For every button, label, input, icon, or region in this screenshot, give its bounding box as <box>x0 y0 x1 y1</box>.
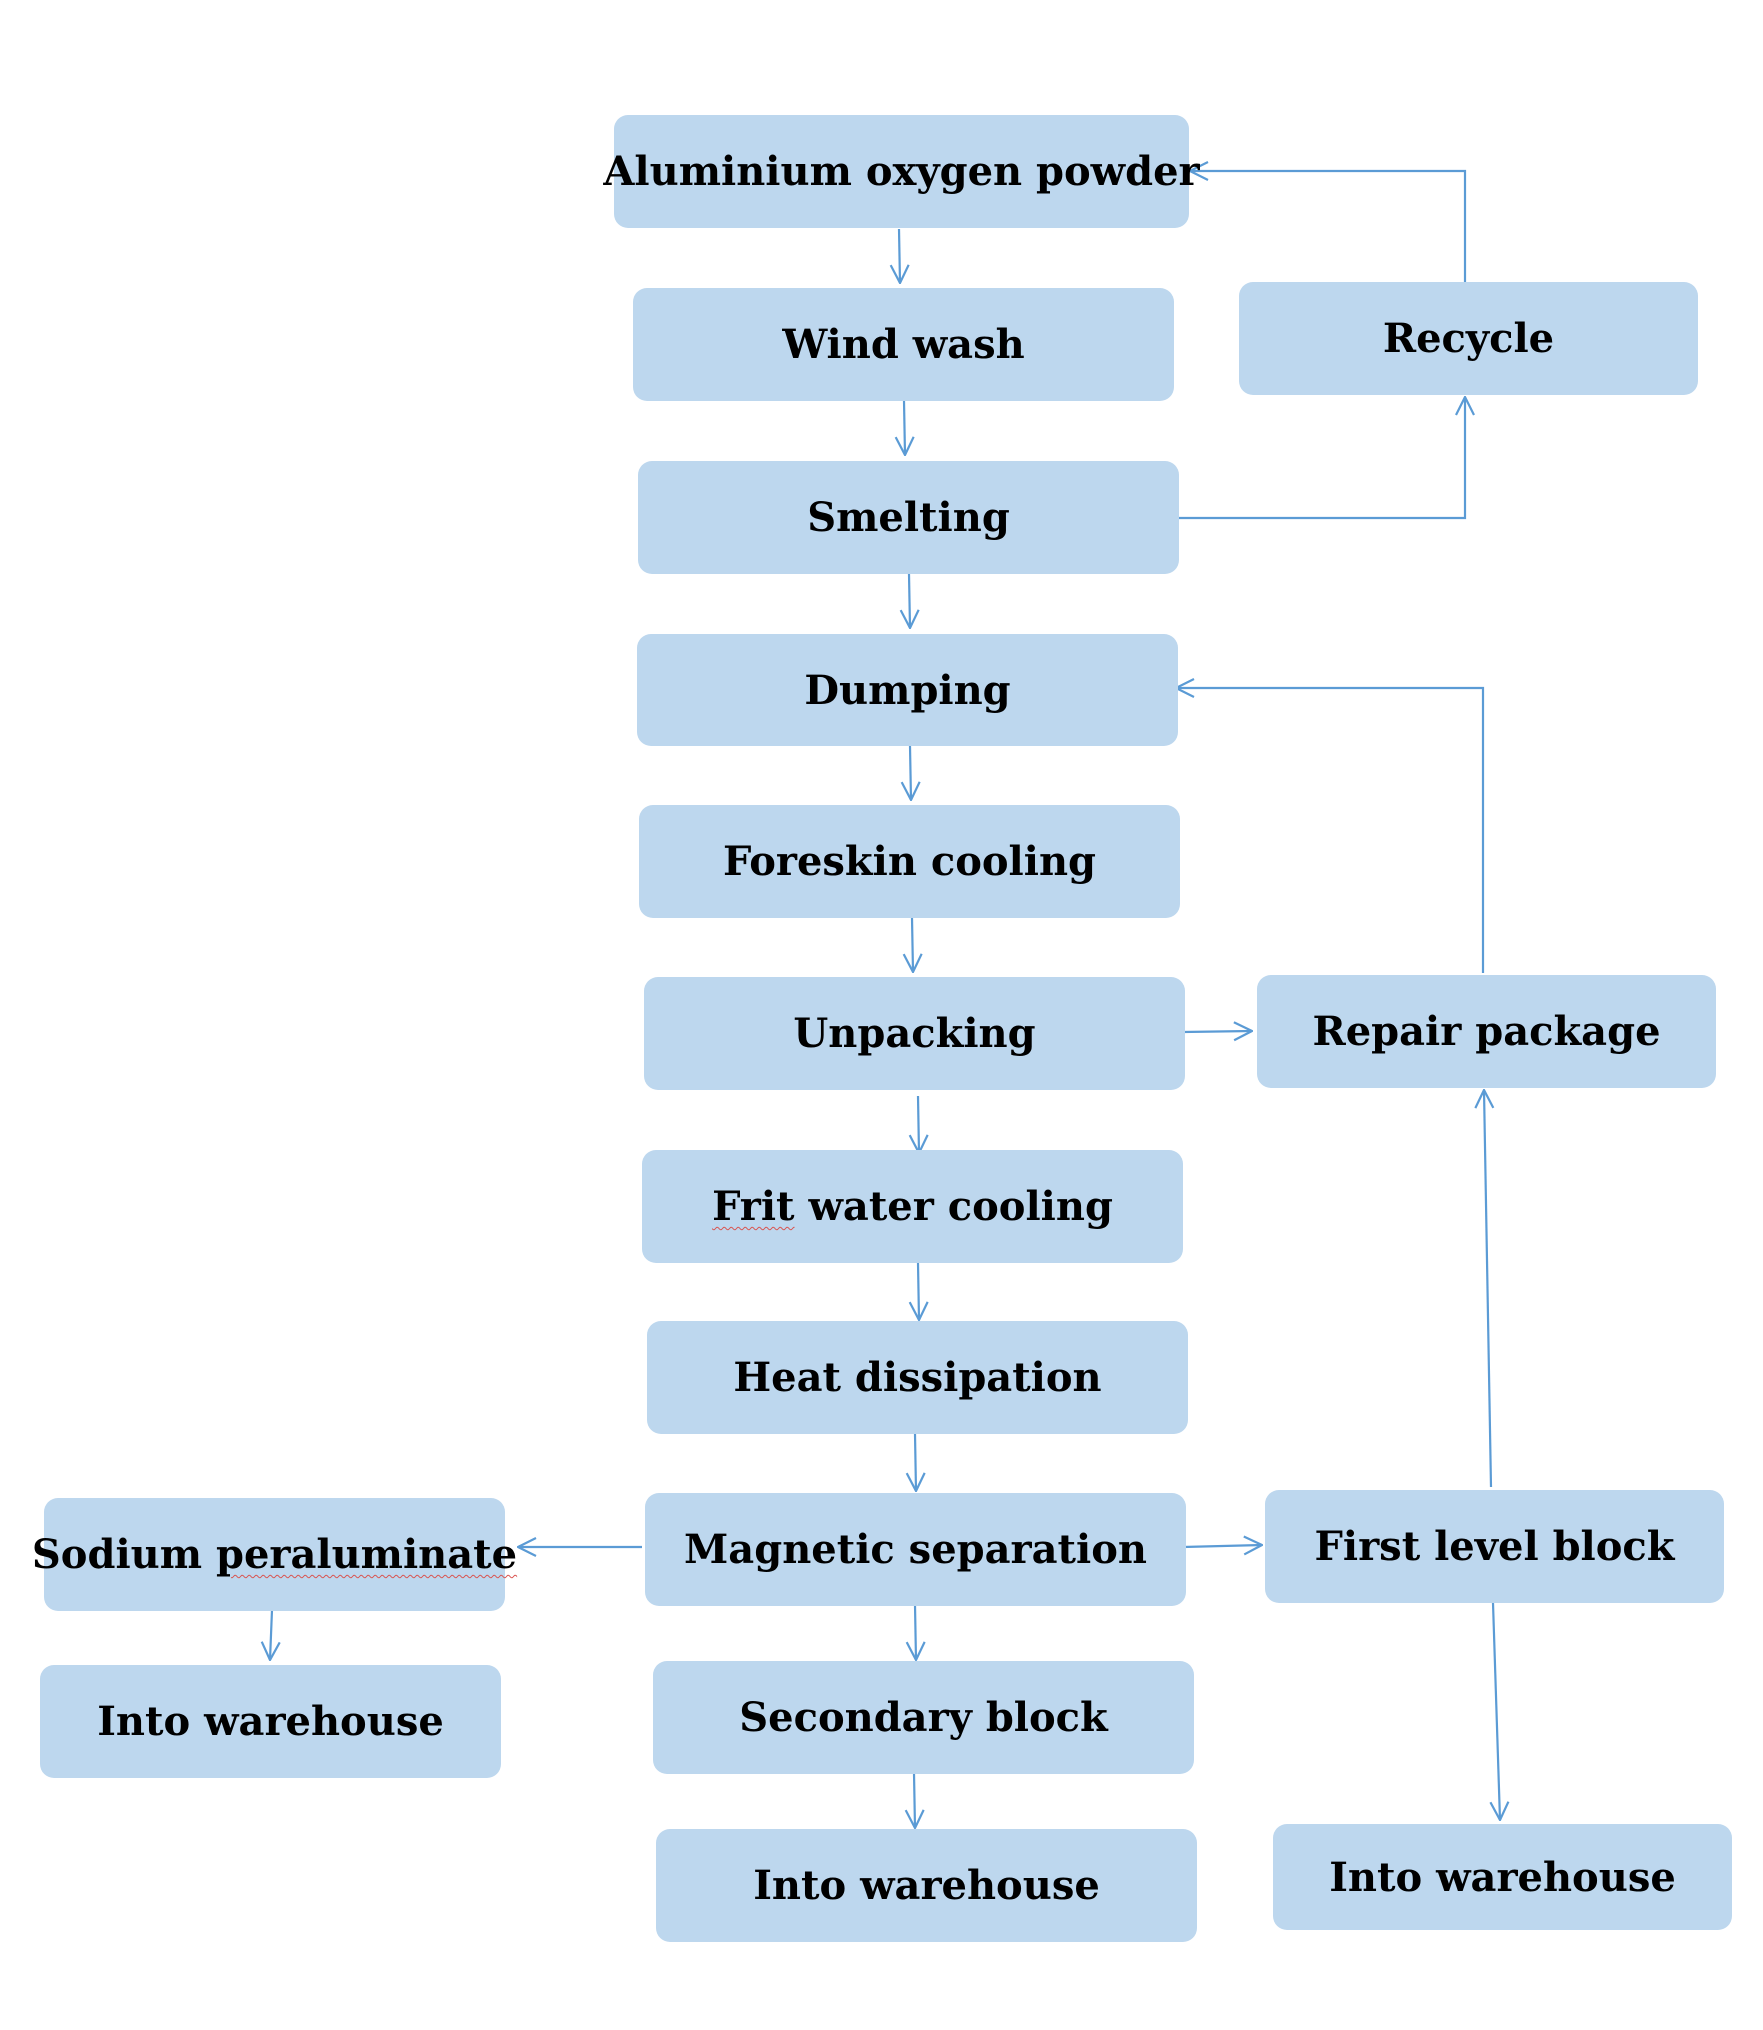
spellcheck-word: Frit <box>712 1183 795 1230</box>
node-label: Secondary block <box>739 1694 1108 1741</box>
edge-foreskin-cooling-to-unpacking <box>912 917 913 972</box>
node-magnetic-separation: Magnetic separation <box>645 1493 1186 1606</box>
node-label: Unpacking <box>793 1010 1036 1057</box>
node-label: Wind wash <box>782 321 1025 368</box>
node-heat-dissipation: Heat dissipation <box>647 1321 1188 1434</box>
node-into-warehouse-center: Into warehouse <box>656 1829 1197 1942</box>
node-first-level-block: First level block <box>1265 1490 1724 1603</box>
node-label-first-word: Sodium <box>31 1531 216 1578</box>
node-label: Repair package <box>1312 1008 1661 1055</box>
edge-dumping-to-foreskin-cooling <box>910 745 911 800</box>
node-secondary-block: Secondary block <box>653 1661 1194 1774</box>
node-recycle: Recycle <box>1239 282 1698 395</box>
edge-magnetic-separation-to-secondary-block <box>915 1604 916 1660</box>
node-repair-package: Repair package <box>1257 975 1716 1088</box>
node-label: Aluminium oxygen powder <box>603 148 1200 195</box>
edge-smelting-to-recycle <box>1177 397 1465 520</box>
node-label: Into warehouse <box>753 1862 1100 1909</box>
edge-aluminium-to-wind-wash <box>899 228 900 283</box>
node-label: Frit water cooling <box>712 1183 1113 1230</box>
node-aluminium-oxygen-powder: Aluminium oxygen powder <box>603 115 1200 228</box>
edge-sodium-peraluminate-to-warehouse <box>270 1609 272 1660</box>
node-unpacking: Unpacking <box>644 977 1185 1090</box>
node-label: Recycle <box>1382 315 1555 362</box>
edge-heat-dissipation-to-magnetic-separation <box>915 1433 916 1491</box>
node-label: Dumping <box>804 666 1011 714</box>
node-smelting: Smelting <box>638 461 1179 574</box>
edge-first-level-block-to-repair-package <box>1484 1090 1491 1488</box>
spellcheck-word: peraluminate <box>215 1531 518 1578</box>
edge-unpacking-to-frit-water-cooling <box>918 1095 919 1153</box>
edge-first-level-block-to-warehouse <box>1493 1602 1500 1820</box>
node-label: Foreskin cooling <box>722 838 1096 885</box>
edge-magnetic-separation-to-first-level-block <box>1182 1545 1262 1547</box>
node-label: Heat dissipation <box>733 1354 1102 1401</box>
node-label: Smelting <box>807 494 1010 541</box>
node-label: Magnetic separation <box>684 1526 1147 1573</box>
edge-recycle-to-aluminium <box>1190 171 1467 282</box>
edge-repair-package-to-dumping <box>1176 688 1485 973</box>
node-label: First level block <box>1314 1523 1675 1570</box>
node-foreskin-cooling: Foreskin cooling <box>639 805 1180 918</box>
edge-frit-water-cooling-to-heat-dissipation <box>918 1262 919 1320</box>
node-into-warehouse-left: Into warehouse <box>40 1665 501 1778</box>
node-label: Sodium peraluminate <box>32 1531 517 1578</box>
node-label: Into warehouse <box>97 1698 444 1745</box>
node-sodium-peraluminate: Sodium peraluminate <box>32 1498 517 1611</box>
edge-wind-wash-to-smelting <box>904 400 905 455</box>
node-into-warehouse-right: Into warehouse <box>1273 1824 1732 1930</box>
edge-smelting-to-dumping <box>909 573 910 628</box>
node-label: Into warehouse <box>1329 1853 1676 1901</box>
node-dumping: Dumping <box>637 634 1178 746</box>
edge-secondary-block-to-warehouse <box>914 1772 915 1828</box>
edge-unpacking-to-repair-package <box>1182 1031 1252 1032</box>
node-frit-water-cooling: Frit water cooling <box>642 1150 1183 1263</box>
node-label-rest: water cooling <box>794 1183 1113 1230</box>
node-wind-wash: Wind wash <box>633 288 1174 401</box>
